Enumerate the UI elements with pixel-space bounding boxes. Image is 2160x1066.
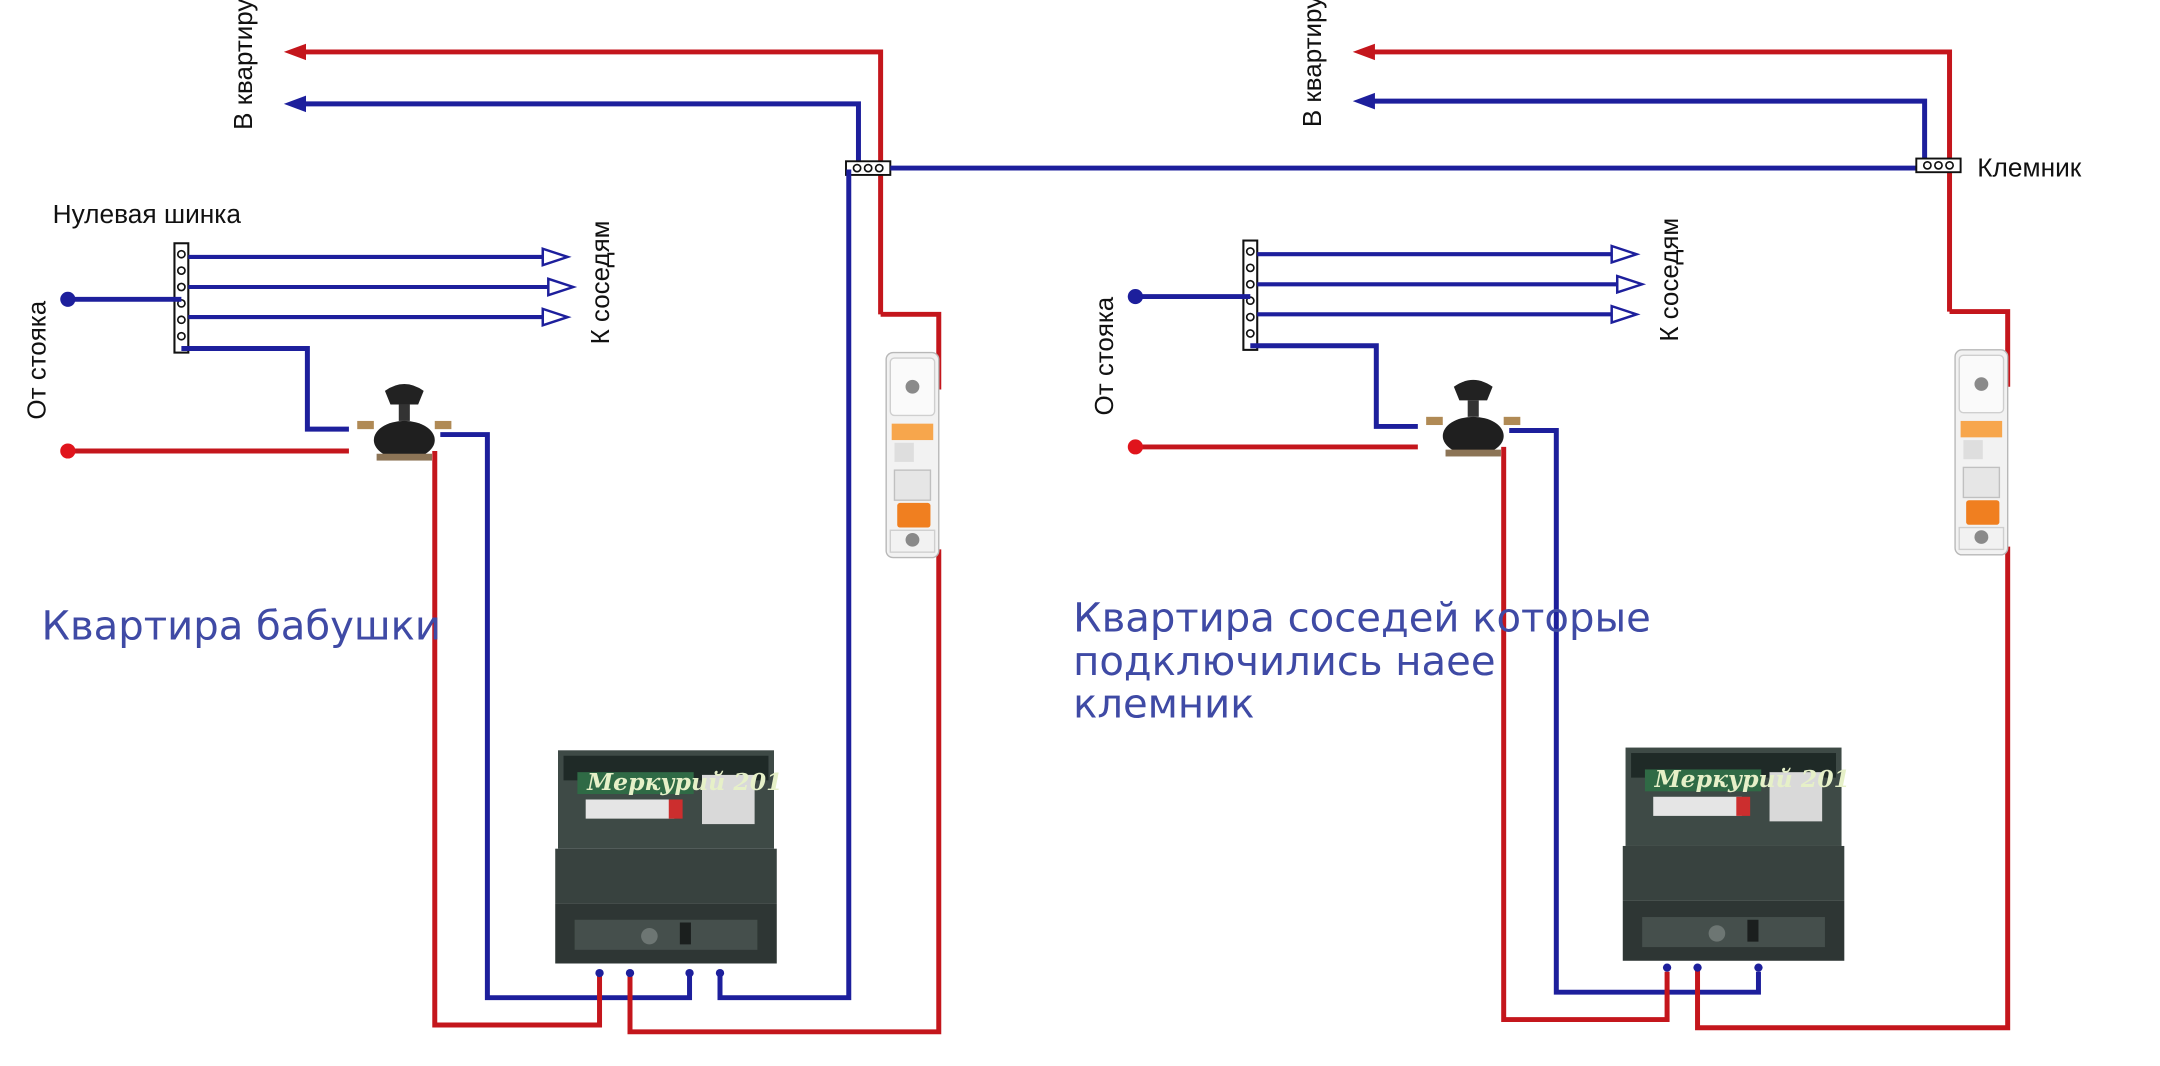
meter-terminal-1 xyxy=(1662,963,1672,972)
neighbor-arrow-2 xyxy=(547,277,578,297)
phase-meter-to-breaker xyxy=(1695,546,2011,1031)
panel-title: Квартира бабушки xyxy=(42,604,441,650)
neutral-switch-to-meter xyxy=(1509,428,1761,995)
riser-phase-point xyxy=(60,443,76,459)
meter-terminal-1 xyxy=(595,968,604,978)
neutral-switch-to-meter xyxy=(440,432,693,1001)
neighbor-arrow-3 xyxy=(1610,304,1641,325)
circuit-breaker xyxy=(885,351,940,559)
meter-terminal-2 xyxy=(625,968,635,978)
meter-terminal-3 xyxy=(685,968,694,978)
meter-brand: Меркурий 201 xyxy=(1654,765,1850,793)
neutral-to-switch-wire xyxy=(181,346,374,432)
left-panel: В квартиру Нулевая шинка От стояка К сос… xyxy=(22,0,942,1035)
neutral-out-arrow xyxy=(283,95,306,113)
neutral-out-wire xyxy=(301,101,861,164)
to-neighbors-label: К соседям xyxy=(585,220,615,344)
neutral-bus-label: Нулевая шинка xyxy=(53,199,242,229)
packet-switch xyxy=(348,382,460,461)
phase-meter-to-breaker xyxy=(627,549,942,1035)
meter-terminal-2 xyxy=(1693,963,1702,972)
apartment-out-label: В квартиру xyxy=(1297,0,1327,127)
to-neighbors-label: К соседям xyxy=(1654,218,1684,342)
phase-switch-to-meter xyxy=(432,451,603,1028)
from-riser-label: От стояка xyxy=(22,300,52,419)
neutral-out-wire xyxy=(1370,98,1928,162)
riser-neutral-point xyxy=(60,291,76,307)
phase-switch-to-meter xyxy=(1501,446,1670,1022)
apartment-out-label: В квартиру xyxy=(228,0,258,130)
riser-neutral-point xyxy=(1127,289,1143,305)
panel-title-line-3: клемник xyxy=(1073,682,1254,728)
meter-brand: Меркурий 201 xyxy=(586,768,782,796)
riser-phase-point xyxy=(1127,439,1143,455)
neutral-to-switch-wire xyxy=(1250,343,1443,429)
panel-title-line-2: подключились наее xyxy=(1073,639,1495,685)
neighbor-arrow-1 xyxy=(1610,244,1641,265)
right-panel: В квартиру Клемник От стояка К соседям М… xyxy=(1073,0,2082,1031)
neighbor-arrow-1 xyxy=(541,247,572,267)
neighbor-arrow-3 xyxy=(541,307,572,327)
terminal-block xyxy=(1915,157,1962,174)
phase-out-wire xyxy=(1370,49,1953,312)
circuit-breaker xyxy=(1954,349,2009,556)
terminal-label: Клемник xyxy=(1977,152,2082,182)
phase-out-wire xyxy=(301,49,884,315)
neutral-out-arrow xyxy=(1352,92,1375,110)
panel-title-line-1: Квартира соседей которые xyxy=(1073,596,1651,642)
terminal-block xyxy=(845,160,892,176)
neighbor-arrow-2 xyxy=(1615,274,1647,295)
neutral-meter-to-terminal xyxy=(717,169,852,1001)
from-riser-label: От стояка xyxy=(1089,296,1119,415)
phase-out-arrow xyxy=(283,43,306,61)
meter-terminal-3 xyxy=(1754,963,1763,972)
meter-terminal-4 xyxy=(715,968,725,978)
packet-switch xyxy=(1417,378,1529,457)
phase-out-arrow xyxy=(1352,43,1375,61)
